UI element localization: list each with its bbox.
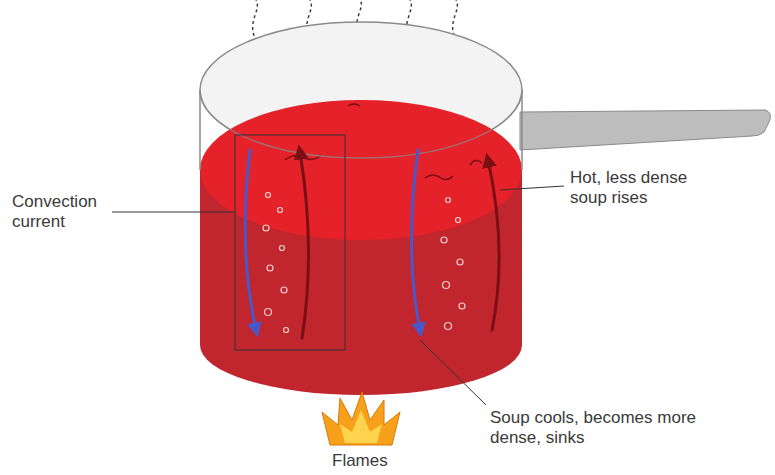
bubble (456, 218, 461, 223)
bubble (441, 237, 447, 243)
flame-outer (322, 392, 400, 445)
convection-arrows (245, 150, 499, 338)
pot-side (521, 90, 523, 170)
soup-ripples (285, 104, 482, 180)
flame-inner (340, 410, 382, 443)
bubble (459, 303, 465, 309)
bubble (278, 208, 283, 213)
bubble (280, 246, 285, 251)
rising-arrow (300, 152, 309, 338)
callout-label: Flames (332, 451, 412, 471)
leader-line (112, 212, 235, 213)
bubble (281, 287, 287, 293)
bubble (443, 282, 450, 289)
pot-side (199, 90, 201, 170)
ripple (470, 160, 482, 165)
bubble (265, 309, 272, 316)
bubble (266, 193, 271, 198)
callout-label: Soup cools, becomes more dense, sinks (490, 408, 705, 448)
bubbles (263, 193, 465, 333)
sinking-arrow (245, 150, 256, 330)
ripple (425, 175, 453, 180)
sinking-arrow (411, 150, 420, 330)
bubble (267, 265, 273, 271)
rising-arrow (488, 160, 499, 330)
bubble (445, 323, 452, 330)
leader-line (420, 340, 486, 405)
pot-handle (520, 110, 770, 150)
convection-frame (235, 135, 345, 350)
bubble (284, 328, 289, 333)
bubble (263, 225, 269, 231)
leader-lines (112, 186, 564, 405)
pot-rim-front (200, 90, 522, 158)
bubble (457, 259, 463, 265)
leader-line (500, 186, 564, 190)
ripple (348, 104, 360, 106)
bubble (446, 198, 451, 203)
callout-label: Hot, less dense soup rises (570, 168, 710, 208)
callout-label: Convection current (12, 192, 112, 232)
